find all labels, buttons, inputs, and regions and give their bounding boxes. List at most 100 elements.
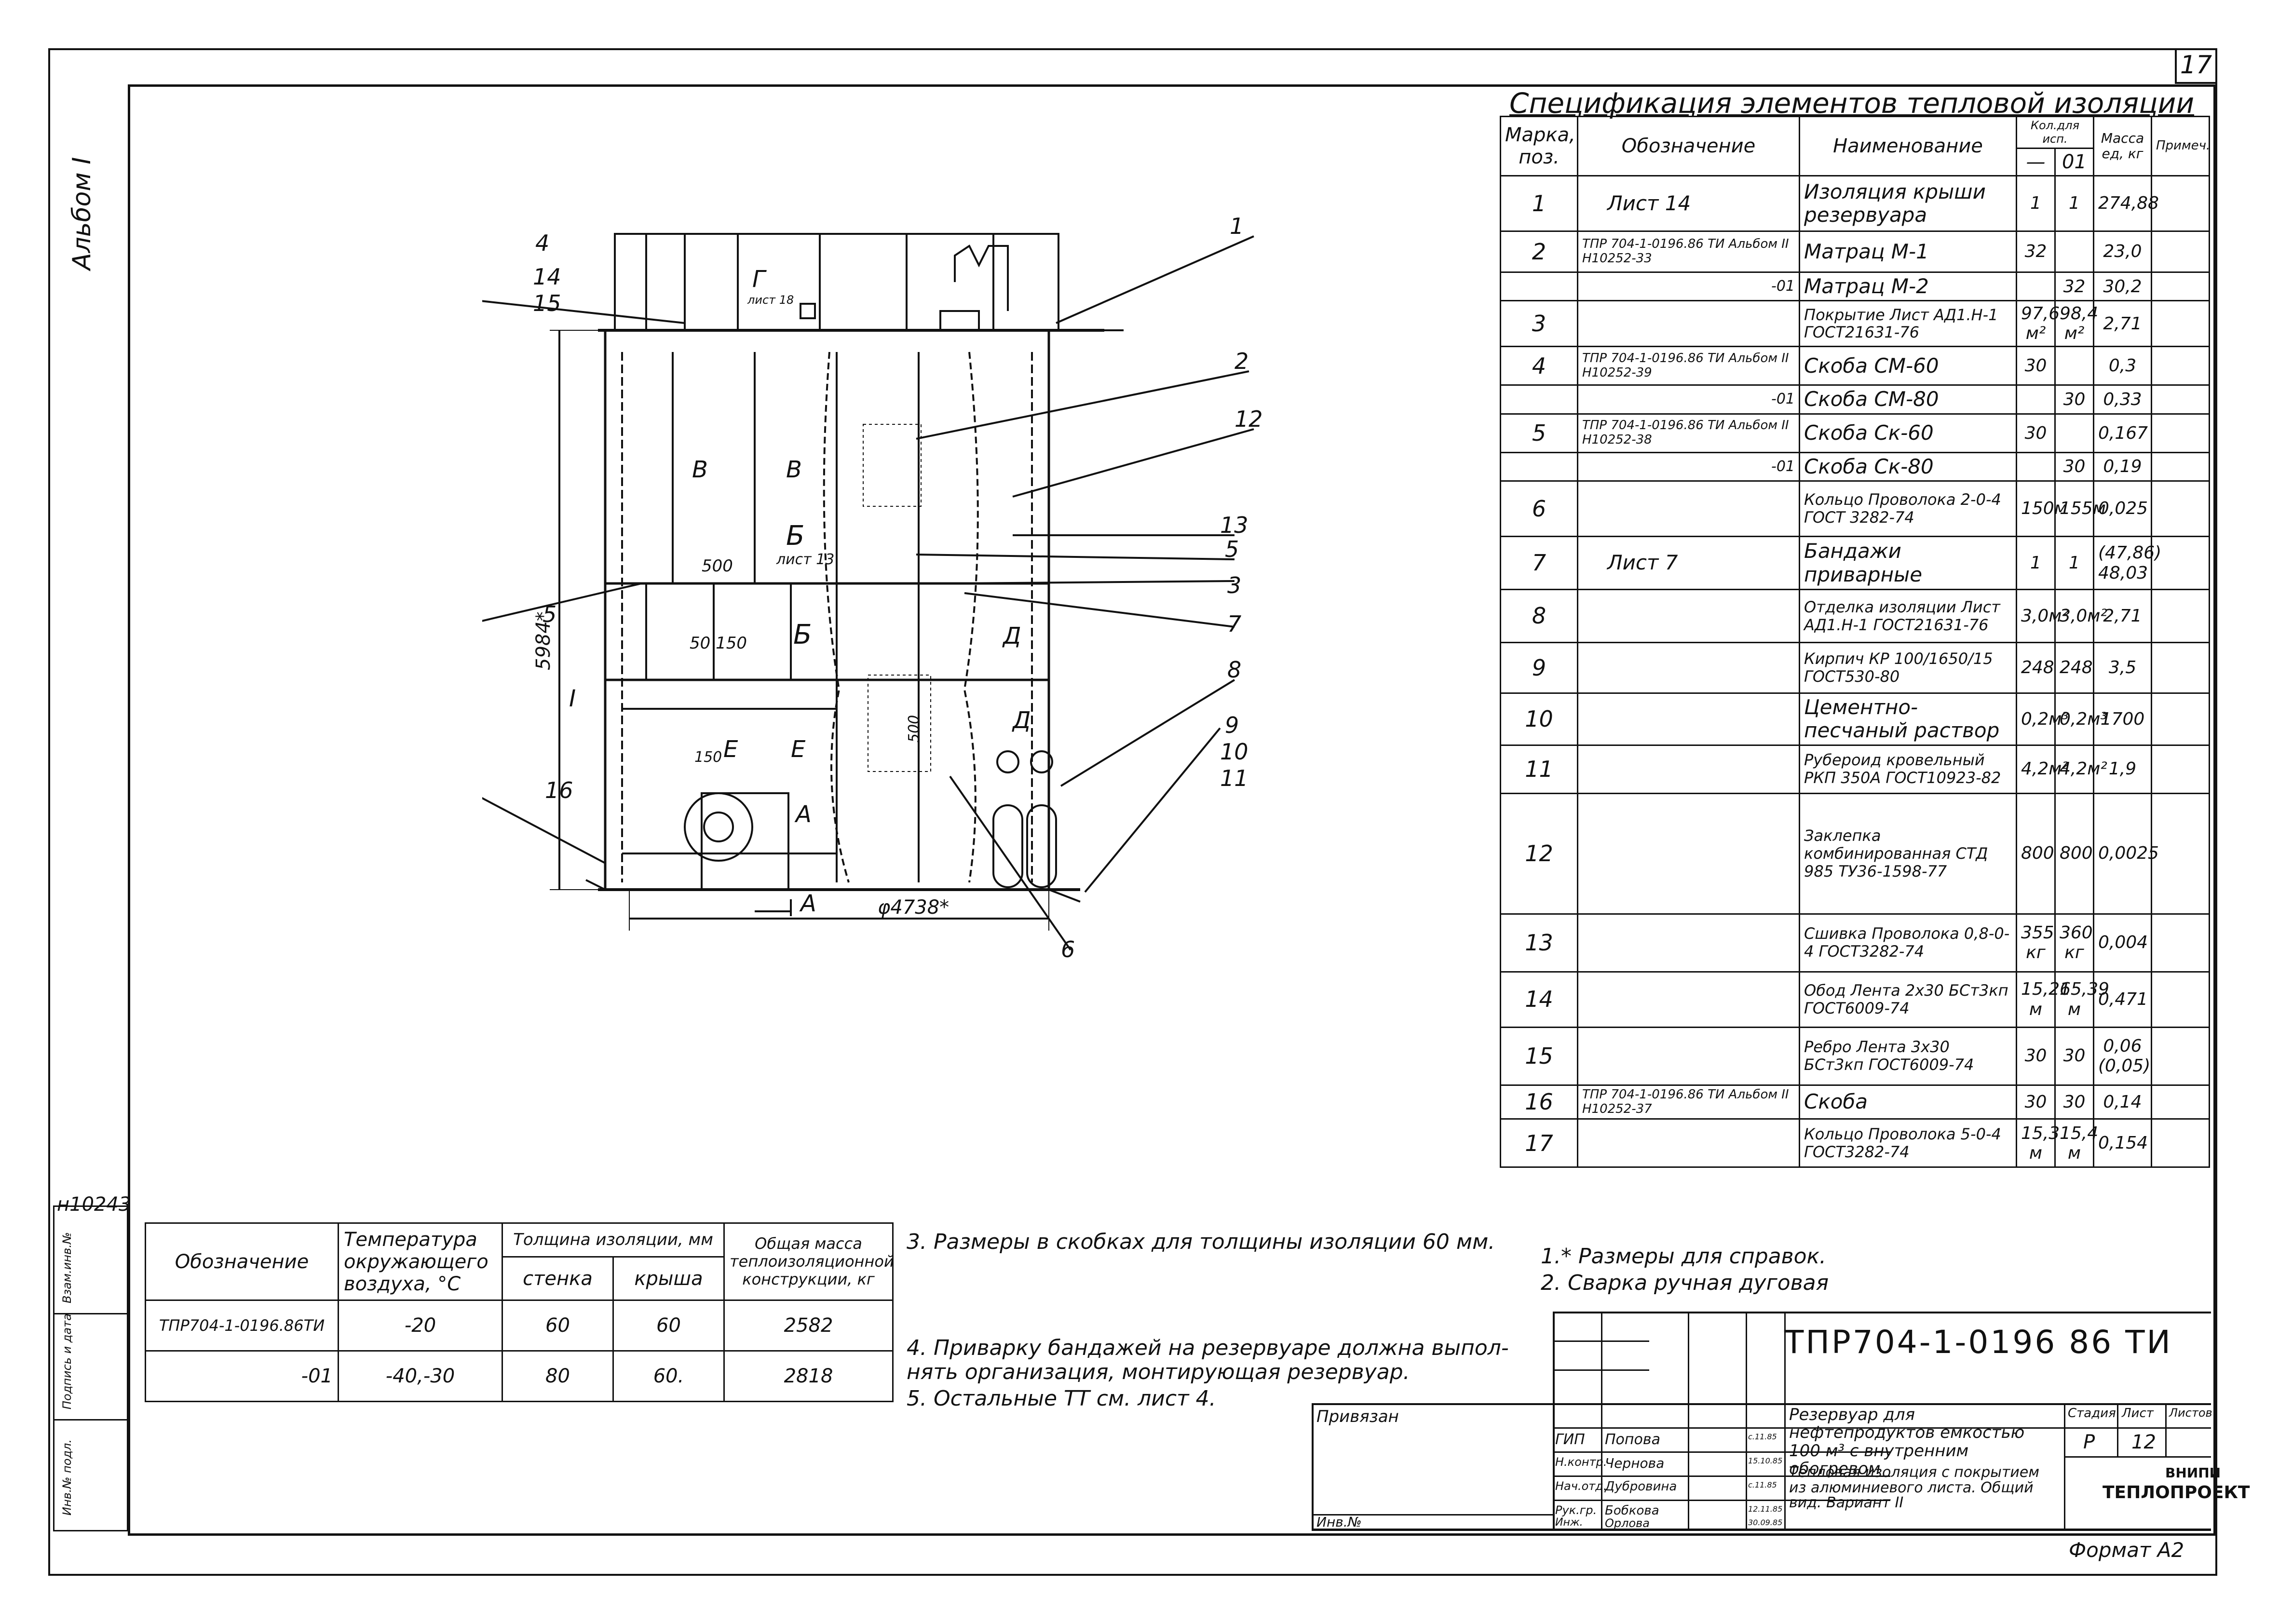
- spec-cell-qty-a: 30: [2016, 1084, 2056, 1120]
- spec-cell-qty-a: 30: [2016, 1026, 2056, 1086]
- spec-cell-designation: ТПР 704-1-0196.86 ТИ Альбом II Н10252-33: [1577, 230, 1800, 273]
- note-2: 2. Сварка ручная дуговая: [1541, 1271, 1829, 1295]
- spec-cell-pos: [1500, 384, 1578, 415]
- spec-cell-mass: 0,14: [2093, 1084, 2152, 1120]
- spec-cell-qty-b: [2054, 346, 2094, 386]
- spec-cell-note: [2151, 451, 2210, 482]
- insulation-table: Обозначение Температура окружающего возд…: [145, 1222, 894, 1402]
- tb-sheet-title: Тепловая изоляция с покрытием из алюмини…: [1789, 1464, 2040, 1511]
- spec-cell-mass: 30,2: [2093, 271, 2152, 302]
- spec-cell-mass: 0,3: [2093, 346, 2152, 386]
- spec-cell-name: Скоба СМ-60: [1799, 346, 2017, 386]
- spec-cell-designation: [1577, 971, 1800, 1028]
- tb-role-3: Нач.отд.: [1555, 1479, 1607, 1493]
- spec-cell-qty-a: 30: [2016, 346, 2056, 386]
- ins-row1-roof: 60: [612, 1299, 725, 1352]
- callout-1: 1: [1230, 213, 1244, 239]
- spec-cell-pos: 5: [1500, 413, 1578, 453]
- side-stamp-inv: Инв.№ подл.: [60, 1439, 74, 1516]
- dim-50-150: 50 150: [690, 634, 747, 653]
- spec-cell-name: Цементно-песчаный раствор: [1799, 692, 2017, 746]
- spec-cell-qty-b: 15,4 м: [2054, 1118, 2098, 1168]
- section-v2: В: [786, 456, 802, 483]
- side-stamp: Инв.№ подл. Подпись и дата Взам.инв.№: [53, 1205, 128, 1531]
- spec-cell-qty-b: 800: [2054, 792, 2094, 915]
- spec-cell-name: Рубероид кровельный РКП 350А ГОСТ10923-8…: [1799, 744, 2017, 794]
- spec-cell-qty-a: 0,2м³: [2016, 692, 2069, 746]
- spec-cell-designation: ТПР 704-1-0196.86 ТИ Альбом II Н10252-39: [1577, 346, 1800, 386]
- spec-cell-qty-b: 30: [2054, 1026, 2094, 1086]
- spec-cell-name: Бандажи приварные: [1799, 536, 2017, 591]
- spec-cell-pos: [1500, 451, 1578, 482]
- ins-h-roof: крыша: [612, 1256, 725, 1301]
- spec-cell-qty-b: 15,39 м: [2054, 971, 2109, 1028]
- ins-row2-temp: -40,-30: [338, 1350, 503, 1402]
- album-label: Альбом I: [68, 157, 96, 270]
- spec-cell-note: [2151, 642, 2210, 694]
- spec-h-qty-a: —: [2016, 148, 2056, 177]
- tb-stage: Р: [2083, 1431, 2095, 1453]
- dim-diameter: φ4738*: [878, 896, 949, 919]
- spec-cell-designation: Лист 14: [1577, 175, 1800, 232]
- inventory-code: н10243: [57, 1193, 131, 1216]
- spec-cell-name: Сшивка Проволока 0,8-0-4 ГОСТ3282-74: [1799, 913, 2017, 973]
- section-a1: А: [794, 801, 812, 828]
- tb-role-4: Рук.гр.: [1555, 1503, 1597, 1517]
- spec-cell-pos: 15: [1500, 1026, 1578, 1086]
- tb-stage-label: Стадия: [2068, 1406, 2116, 1421]
- ins-h-thickness: Толщина изоляции, мм: [502, 1222, 725, 1258]
- section-d2: Д: [1012, 707, 1031, 734]
- tb-org-1: ВНИПИ: [2165, 1465, 2221, 1481]
- callout-4: 4: [535, 230, 549, 256]
- spec-cell-note: [2151, 1084, 2210, 1120]
- spec-cell-qty-b: 30: [2054, 384, 2094, 415]
- spec-cell-note: [2151, 744, 2210, 794]
- callout-13: 13: [1220, 512, 1248, 538]
- spec-h-name: Наименование: [1799, 115, 2017, 177]
- spec-cell-note: [2151, 792, 2210, 915]
- spec-cell-mass: 0,167: [2093, 413, 2152, 453]
- spec-cell-mass: 0,0025: [2093, 792, 2159, 915]
- sheet-ref-13: лист 13: [776, 551, 834, 568]
- spec-cell-designation: [1577, 744, 1800, 794]
- spec-cell-mass: (47,86) 48,03: [2093, 536, 2161, 591]
- spec-cell-pos: 12: [1500, 792, 1578, 915]
- spec-cell-designation: [1577, 1118, 1800, 1168]
- spec-cell-designation: [1577, 300, 1800, 348]
- spec-cell-qty-a: 800: [2016, 792, 2056, 915]
- spec-cell-qty-a: 248: [2016, 642, 2056, 694]
- tb-inv: Инв.№: [1316, 1514, 1362, 1530]
- spec-cell-name: Кольцо Проволока 5-0-4 ГОСТ3282-74: [1799, 1118, 2017, 1168]
- dim-150: 150: [694, 749, 722, 766]
- spec-cell-pos: 14: [1500, 971, 1578, 1028]
- spec-cell-designation: Лист 7: [1577, 536, 1800, 591]
- callout-6: 6: [1061, 936, 1075, 962]
- tb-role-1: ГИП: [1555, 1431, 1585, 1448]
- tb-org-2: ТЕПЛОПРОЕКТ: [2103, 1483, 2250, 1502]
- spec-cell-qty-a: [2016, 384, 2056, 415]
- spec-cell-pos: 6: [1500, 480, 1578, 538]
- spec-cell-name: Отделка изоляции Лист АД1.Н-1 ГОСТ21631-…: [1799, 589, 2017, 644]
- spec-cell-name: Кирпич КР 100/1650/15 ГОСТ530-80: [1799, 642, 2017, 694]
- tb-date-5: 30.09.85: [1748, 1518, 1783, 1527]
- spec-cell-qty-b: [2054, 413, 2094, 453]
- spec-cell-qty-a: 32: [2016, 230, 2056, 273]
- spec-cell-pos: 10: [1500, 692, 1578, 746]
- spec-cell-designation: -01: [1577, 384, 1800, 415]
- drawing-frame: [128, 84, 2216, 1536]
- spec-cell-note: [2151, 480, 2210, 538]
- spec-cell-designation: [1577, 642, 1800, 694]
- spec-cell-qty-b: 98,4 м²: [2054, 300, 2098, 348]
- spec-cell-note: [2151, 175, 2210, 232]
- callout-14: 14: [533, 264, 561, 290]
- tb-sheets-label: Листов: [2169, 1406, 2212, 1420]
- title-block: Привязан Инв.№ ГИП Н.контр. Нач.отд. Рук…: [1312, 1312, 2250, 1531]
- spec-cell-pos: 17: [1500, 1118, 1578, 1168]
- spec-title: Спецификация элементов тепловой изоляции: [1509, 87, 2195, 120]
- ins-h-temperature: Температура окружающего воздуха, °С: [338, 1222, 503, 1301]
- ins-row1-wall: 60: [502, 1299, 614, 1352]
